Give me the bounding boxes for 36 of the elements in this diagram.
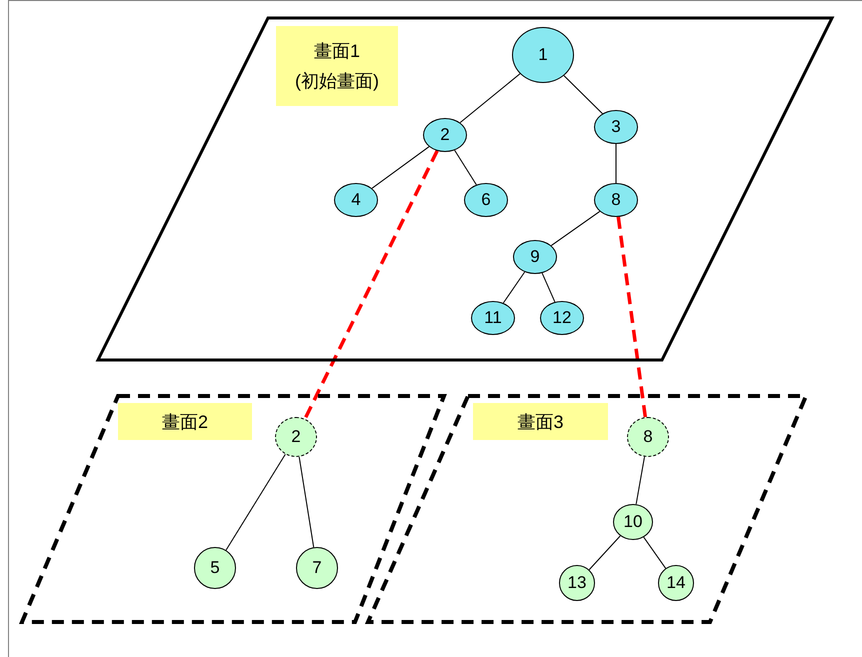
screen-title: 畫面1 [314,42,360,60]
screen-label [473,403,608,440]
tree-node: 13 [559,565,595,601]
screen-label [276,26,398,106]
tree-edge [372,146,430,189]
screen-title: 畫面3 [517,412,564,430]
screen-subtitle: (初始畫面) [295,72,379,90]
tree-node: 14 [658,565,694,601]
tree-node: 10 [613,504,653,540]
screen-label [118,403,252,440]
tree-node: 2 [275,417,317,457]
tree-edge [502,272,526,304]
tree-node: 4 [334,183,378,217]
tree-edge [542,272,556,302]
tree-edge [454,150,477,186]
tree-node: 5 [194,547,236,589]
tree-node: 2 [423,118,467,152]
tree-node: 6 [464,183,508,217]
tree-edge [298,456,314,548]
screen-title: 畫面2 [162,412,208,430]
tree-edge [636,456,646,505]
tree-node: 9 [513,240,557,274]
tree-node: 12 [540,301,584,335]
tree-node: 1 [512,27,574,83]
tree-edge [550,210,600,246]
tree-node: 8 [594,183,638,217]
tree-edge [226,454,286,551]
tree-node: 11 [471,301,515,335]
tree-node: 3 [594,110,638,144]
tree-edge [643,536,666,569]
dashed-link-line [303,150,439,420]
tree-edge [588,535,621,570]
tree-node: 7 [296,547,338,589]
tree-edge [460,73,520,124]
tree-edge [563,75,603,114]
tree-node: 8 [627,417,669,457]
